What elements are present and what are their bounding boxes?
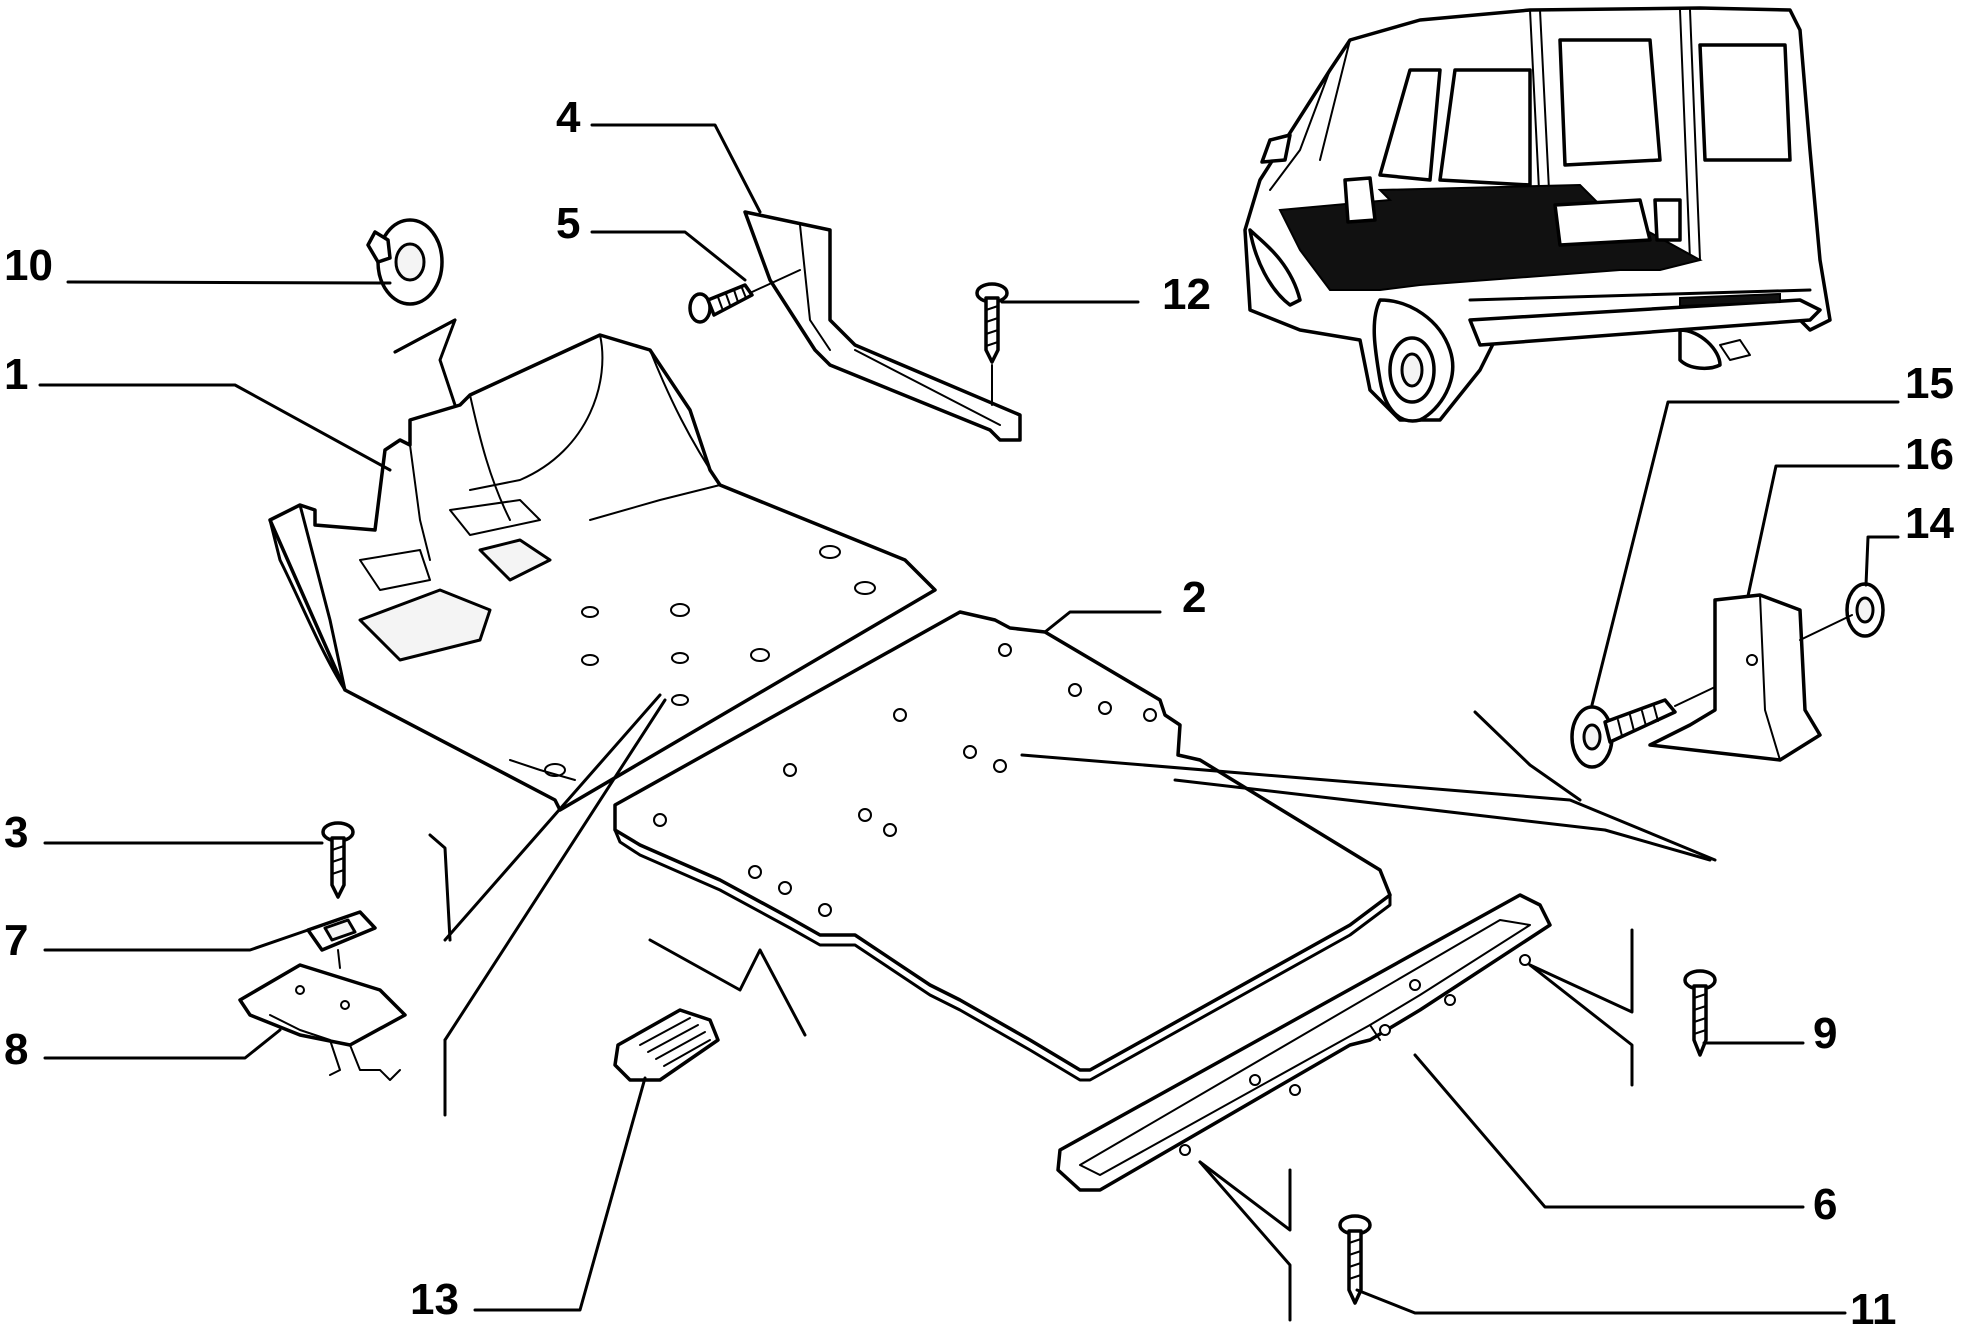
- screw-part-9: [1683, 969, 1717, 1057]
- callout-7: 7: [4, 916, 29, 965]
- screw-part-3: [321, 821, 355, 899]
- mat-holes: [544, 545, 876, 777]
- callout-15: 15: [1905, 359, 1954, 408]
- callout-4: 4: [556, 93, 581, 142]
- callout-3: 3: [4, 808, 29, 857]
- sill-trim: [743, 210, 1022, 442]
- callout-6: 6: [1813, 1180, 1838, 1229]
- callout-16: 16: [1905, 430, 1954, 479]
- panel-holes: [653, 643, 1157, 917]
- van-illustration: [1243, 6, 1832, 423]
- clip-part-10: [366, 218, 444, 306]
- callout-5: 5: [556, 199, 581, 248]
- screw-part-5: [688, 269, 801, 324]
- callout-12: 12: [1162, 270, 1211, 319]
- callout-8: 8: [4, 1025, 29, 1074]
- clip-part-7: [306, 910, 377, 969]
- callout-2: 2: [1182, 573, 1207, 622]
- front-floor-mat: [268, 333, 937, 812]
- callout-9: 9: [1813, 1009, 1838, 1058]
- leader-lines: [38, 123, 1900, 1322]
- screw-part-11: [1338, 1214, 1372, 1305]
- rear-scuff-plate: [1056, 893, 1552, 1192]
- pillar-cover-part-16: [1648, 593, 1822, 762]
- callout-1: 1: [4, 350, 29, 399]
- callout-14: 14: [1905, 499, 1954, 548]
- screw-part-12: [975, 282, 1009, 406]
- callout-13: 13: [410, 1275, 459, 1324]
- bracket-part-8: [238, 963, 407, 1081]
- grommet-part-14: [1799, 582, 1885, 641]
- cap-part-13: [613, 1008, 720, 1082]
- callout-11: 11: [1850, 1285, 1897, 1334]
- callout-10: 10: [4, 241, 53, 290]
